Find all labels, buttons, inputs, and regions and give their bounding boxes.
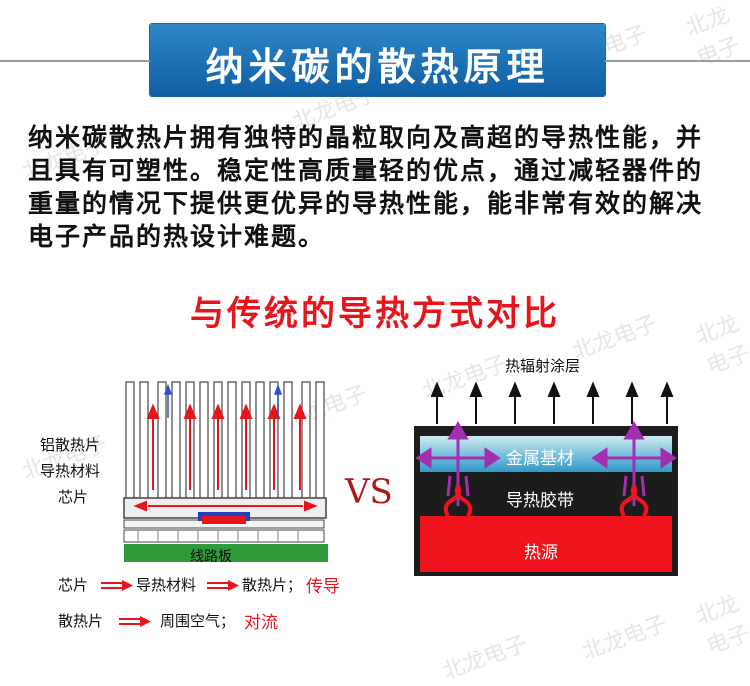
comparison-subtitle: 与传统的导热方式对比 bbox=[190, 294, 560, 334]
watermark: 北龙电子 bbox=[692, 591, 750, 660]
aluminum-fins bbox=[125, 381, 325, 513]
legend-arrow-icon bbox=[101, 580, 133, 591]
divider-right bbox=[605, 60, 750, 62]
legend-thermal-material: 导热材料 bbox=[136, 576, 197, 594]
label-aluminum-heatsink: 铝散热片 bbox=[40, 436, 101, 454]
chip-red bbox=[202, 516, 246, 524]
legend-convection: 对流 bbox=[244, 613, 278, 633]
thermal-tape-label: 导热胶带 bbox=[506, 491, 574, 511]
label-chip: 芯片 bbox=[58, 488, 89, 506]
title-banner: 纳米碳的散热原理 bbox=[0, 24, 750, 96]
circuit-board-label: 线路板 bbox=[190, 549, 232, 565]
legend-arrow-icon bbox=[207, 580, 239, 591]
divider-left bbox=[0, 60, 150, 62]
traditional-heatsink-diagram bbox=[123, 381, 328, 562]
legend-ambient-air: 周围空气； bbox=[160, 612, 236, 630]
chip-body bbox=[123, 529, 325, 543]
nano-carbon-diagram bbox=[414, 381, 678, 576]
watermark: 北龙电子 bbox=[579, 611, 671, 666]
description-paragraph: 纳米碳散热片拥有独特的晶粒取向及高超的导热性能，并且具有可塑性。稳定性高质量轻的… bbox=[28, 123, 704, 251]
heat-source-label: 热源 bbox=[524, 543, 558, 563]
metal-substrate-label: 金属基材 bbox=[506, 449, 574, 469]
legend-arrow-icon bbox=[119, 616, 151, 627]
heat-source bbox=[420, 516, 672, 572]
metal-substrate bbox=[420, 436, 672, 472]
vs-label: VS bbox=[345, 472, 393, 512]
thermal-tape bbox=[420, 476, 672, 512]
legend-heatsink-2: 散热片 bbox=[58, 612, 104, 630]
watermark: 北龙电子 bbox=[439, 631, 531, 686]
legend-heatsink: 散热片； bbox=[242, 576, 303, 594]
page-title: 纳米碳的散热原理 bbox=[205, 45, 550, 89]
label-thermal-material: 导热材料 bbox=[40, 462, 101, 480]
legend-conduction: 传导 bbox=[306, 577, 340, 597]
circuit-board bbox=[124, 544, 328, 562]
legend-chip: 芯片 bbox=[58, 576, 89, 594]
coating-label: 热辐射涂层 bbox=[505, 357, 581, 375]
